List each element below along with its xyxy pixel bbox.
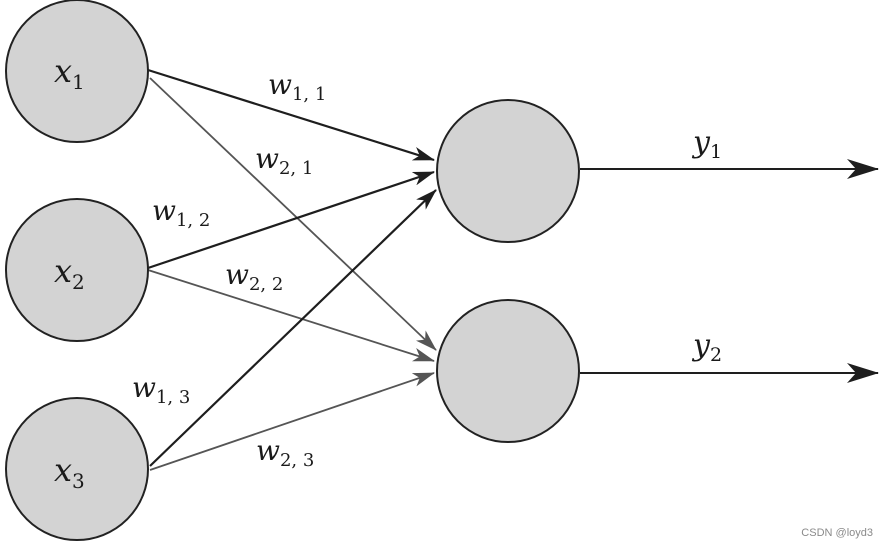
output-node-2 bbox=[436, 299, 580, 443]
weight-label-w13: w1, 3 bbox=[132, 371, 190, 408]
weight-label-w11: w1, 1 bbox=[268, 68, 326, 105]
edge-x2-to-y2 bbox=[147, 269, 435, 362]
edge-x3-to-y2 bbox=[149, 372, 435, 471]
edge-x1-to-y2 bbox=[149, 77, 437, 351]
input-label-x1: x1 bbox=[54, 52, 85, 94]
edge-x3-to-y1 bbox=[149, 189, 437, 467]
input-label-x3: x3 bbox=[54, 451, 85, 493]
watermark-text: CSDN @loyd3 bbox=[801, 527, 873, 539]
weight-label-w12: w1, 2 bbox=[152, 194, 210, 231]
input-node-x2 bbox=[5, 198, 149, 342]
input-node-x3 bbox=[5, 397, 149, 541]
edge-x2-to-y1 bbox=[147, 170, 435, 270]
weight-label-w23: w2, 3 bbox=[256, 434, 314, 471]
output-node-1 bbox=[436, 99, 580, 243]
input-label-x2: x2 bbox=[54, 252, 85, 294]
weight-label-w21: w2, 1 bbox=[255, 142, 313, 179]
input-node-x1 bbox=[5, 0, 149, 143]
output-label-y2: y2 bbox=[691, 328, 722, 366]
output-label-y1: y1 bbox=[691, 125, 722, 163]
weight-label-w22: w2, 2 bbox=[225, 258, 283, 295]
edge-x1-to-y1 bbox=[147, 68, 435, 162]
